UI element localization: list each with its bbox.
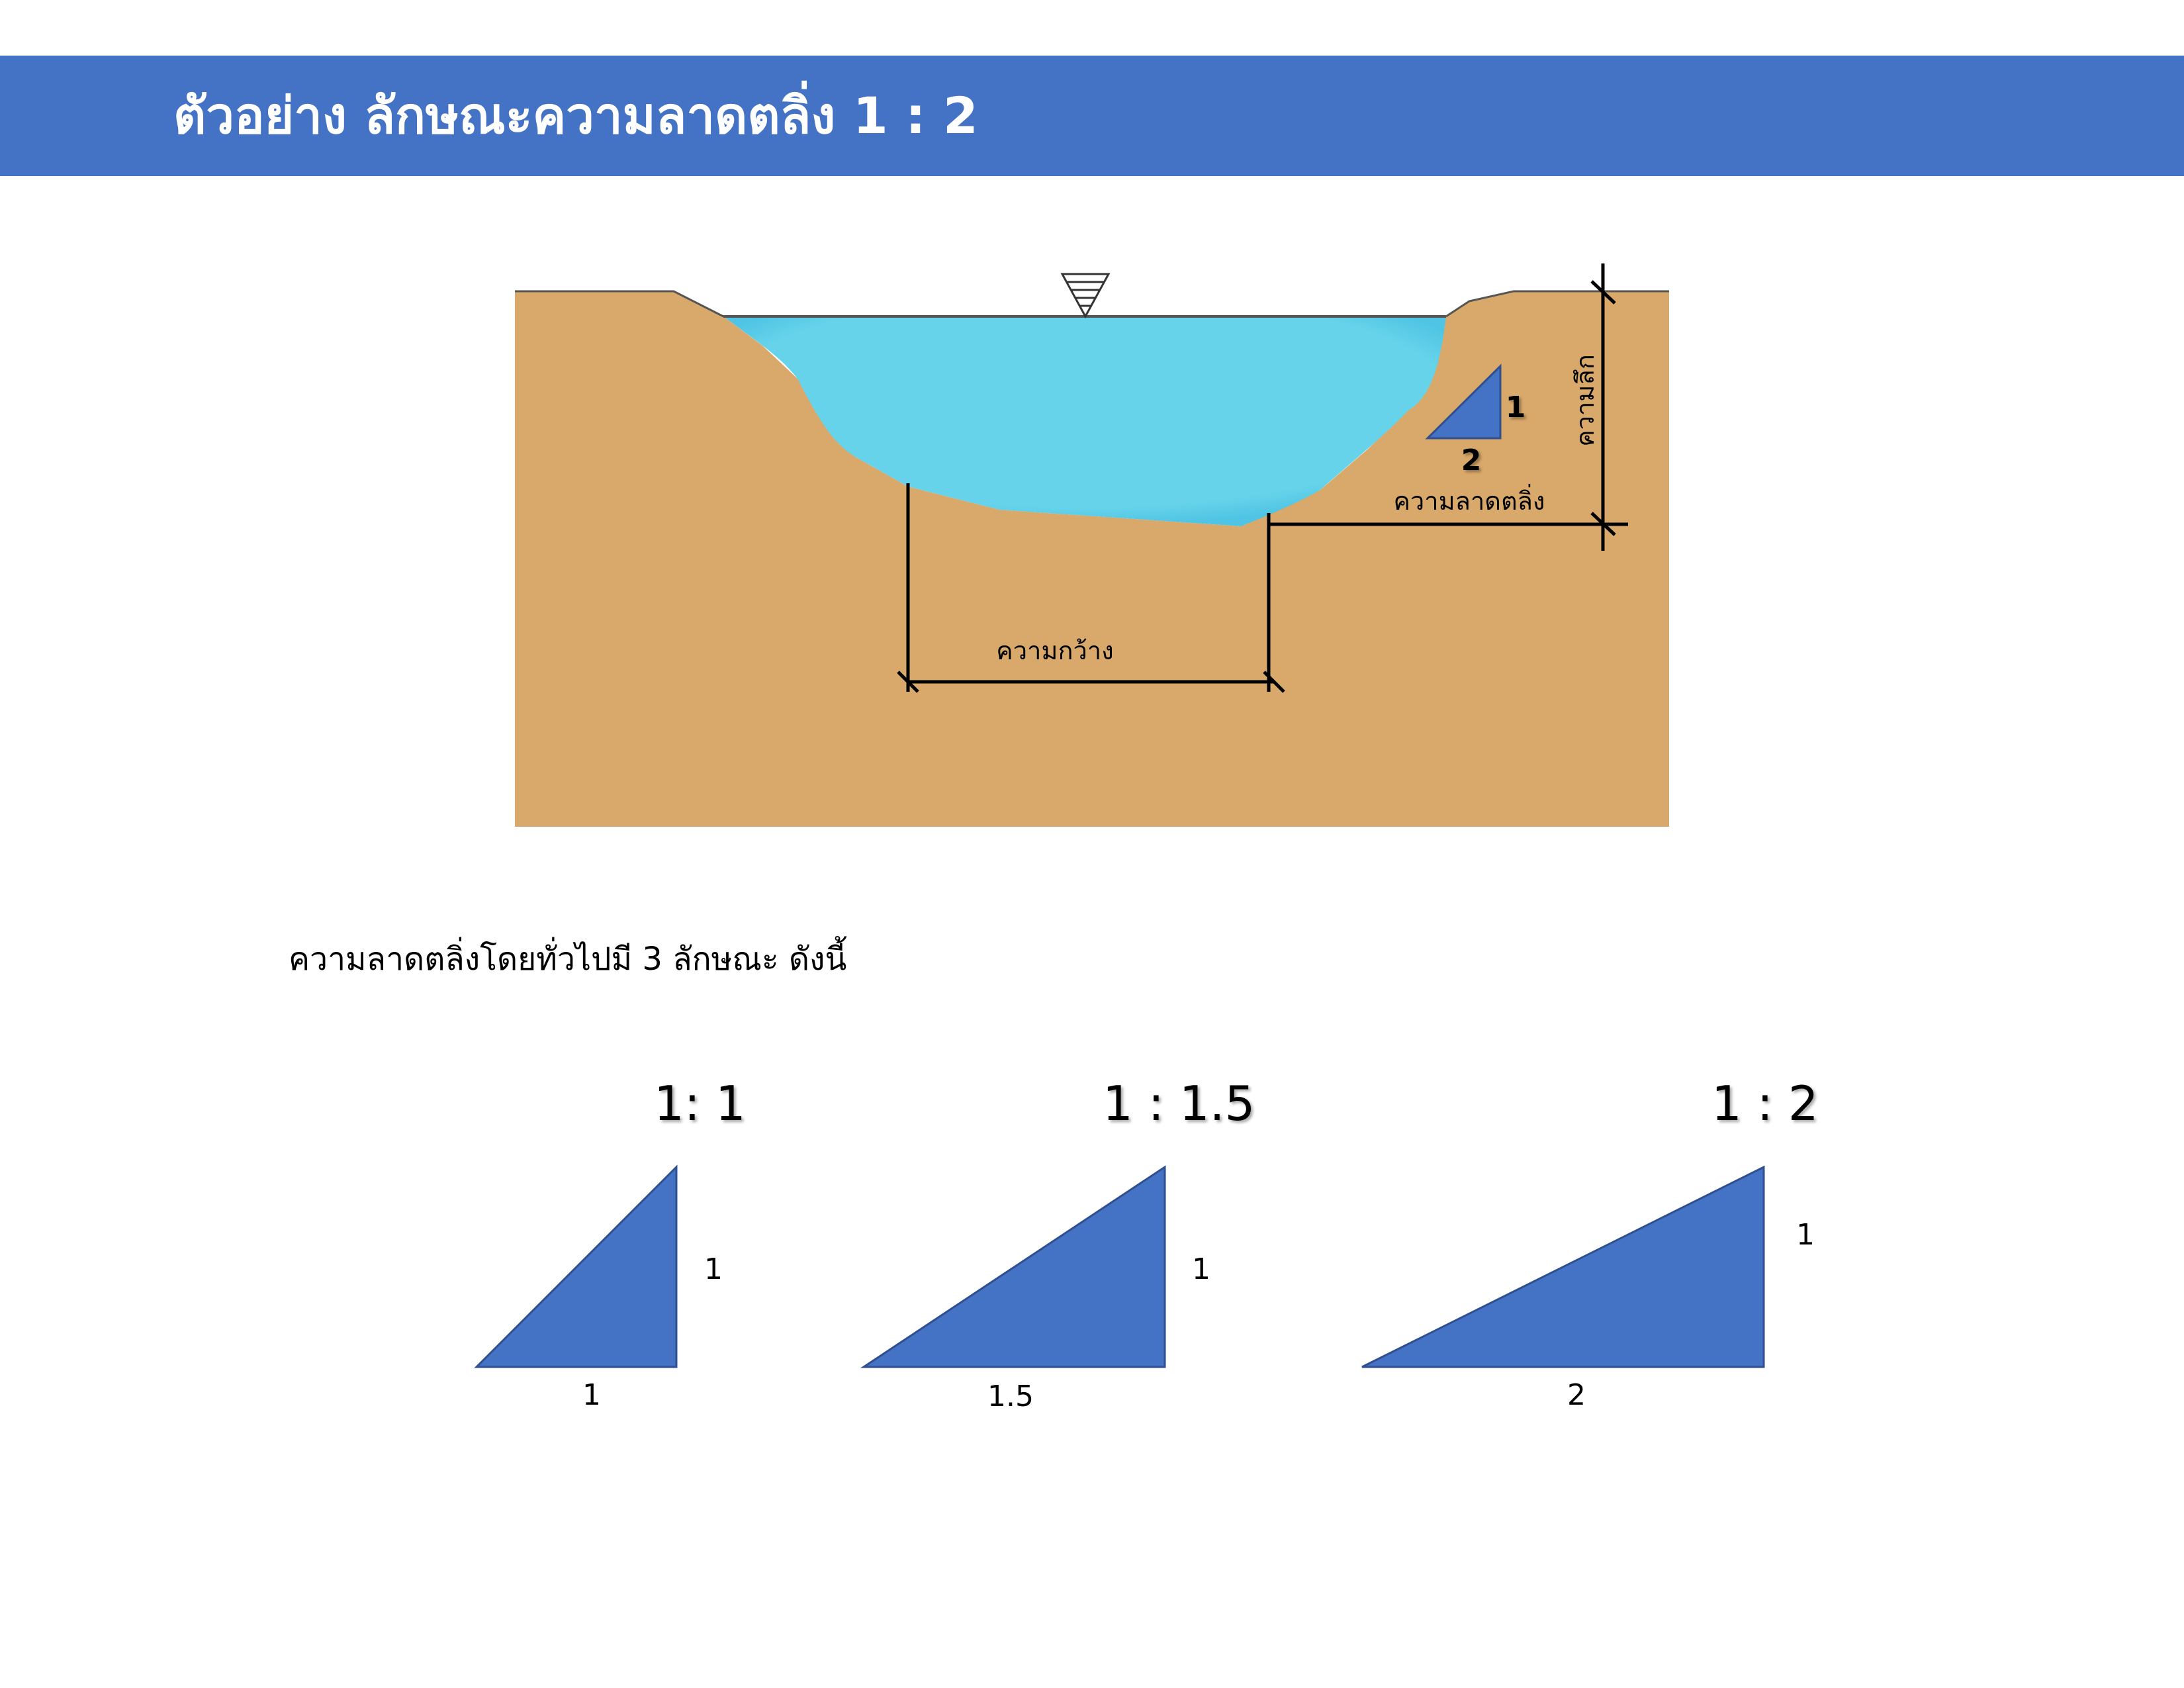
slope-example-horizontal-3: 2 <box>1567 1378 1586 1412</box>
intro-text: ความลาดตลิ่งโดยทั่วไปมี 3 ลักษณะ ดังนี้ <box>289 941 847 978</box>
slope-example-ratio-3: 1 : 2 <box>1711 1076 1819 1131</box>
slope-reference-line <box>1267 513 1628 692</box>
slope-example-ratio-2: 1 : 1.5 <box>1103 1076 1255 1131</box>
slope-example-triangle-2 <box>860 1165 1166 1368</box>
slope-example-ratio-1: 1: 1 <box>654 1076 746 1131</box>
ground-surface-line <box>515 290 1669 318</box>
slope-example-triangle-1 <box>474 1164 678 1368</box>
water-body <box>723 316 1446 526</box>
soil-ground <box>515 291 1669 827</box>
width-dimension-line <box>897 483 1285 693</box>
slope-example-triangle-3 <box>1361 1165 1765 1368</box>
slope-example-vertical-1: 1 <box>704 1252 723 1286</box>
water-level-triangle-icon <box>1060 273 1111 319</box>
slope-example-horizontal-2: 1.5 <box>987 1380 1034 1413</box>
slope-example-vertical-3: 1 <box>1796 1218 1815 1252</box>
slope-example-vertical-2: 1 <box>1192 1252 1210 1286</box>
slope-triangle-horizontal-label: 2 <box>1461 444 1482 477</box>
slope-example-horizontal-1: 1 <box>582 1378 601 1412</box>
depth-label: ความลึก <box>1570 354 1600 446</box>
slope-label: ความลาดตลิ่ง <box>1394 484 1545 516</box>
slope-triangle-vertical-label: 1 <box>1506 391 1526 424</box>
page-title: ตัวอย่าง ลักษณะความลาดตลิ่ง 1 : 2 <box>173 86 978 145</box>
header-bar <box>0 56 2184 176</box>
width-label: ความกว้าง <box>996 636 1113 665</box>
slope-triangle-icon <box>1425 363 1502 440</box>
